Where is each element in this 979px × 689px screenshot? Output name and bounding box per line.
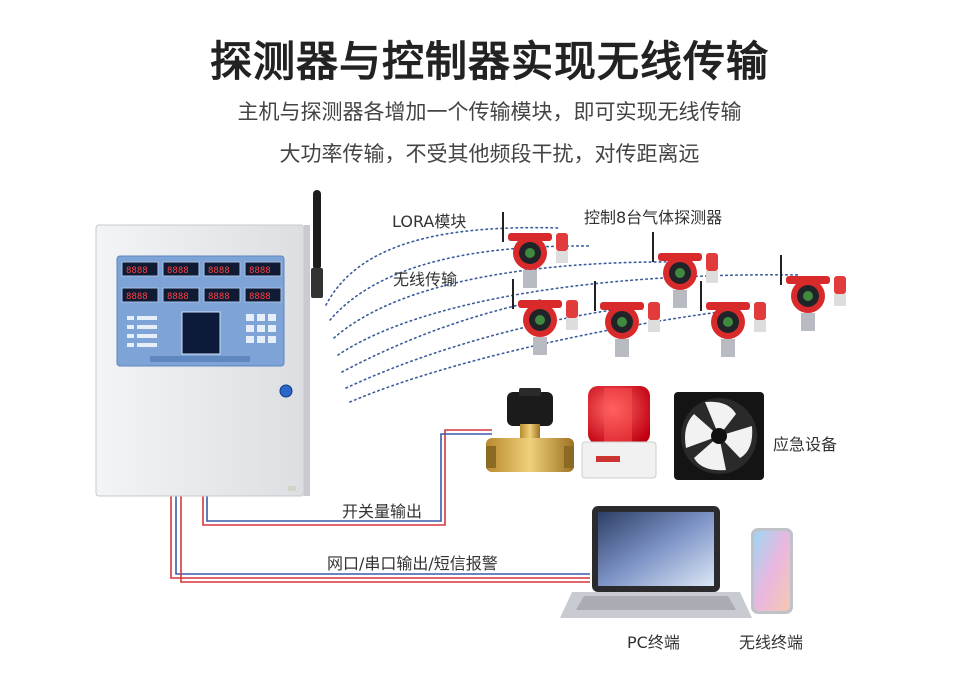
alarm-lamp-icon xyxy=(581,386,657,479)
svg-text:8888: 8888 xyxy=(126,292,148,302)
pc-terminal-label: PC终端 xyxy=(627,633,680,652)
svg-text:8888: 8888 xyxy=(208,292,230,302)
wireless-terminal-label: 无线终端 xyxy=(739,633,804,652)
switch-output-label: 开关量输出 xyxy=(342,502,423,521)
key-lock-icon xyxy=(279,384,293,398)
gas-detector-icon xyxy=(780,255,846,331)
network-output-label: 网口/串口输出/短信报警 xyxy=(327,554,498,573)
svg-text:8888: 8888 xyxy=(167,292,189,302)
control-detectors-label: 控制8台气体探测器 xyxy=(584,208,723,227)
svg-text:8888: 8888 xyxy=(167,266,189,276)
mobile-phone-icon xyxy=(751,528,793,614)
gas-detector-icon xyxy=(594,281,660,357)
svg-text:8888: 8888 xyxy=(249,292,271,302)
svg-text:8888: 8888 xyxy=(208,266,230,276)
svg-text:8888: 8888 xyxy=(249,266,271,276)
svg-text:8888: 8888 xyxy=(126,266,148,276)
controller-cabinet: 8888 8888 8888 8888 8888 8888 8888 8888 xyxy=(95,190,323,497)
gas-detector-icon xyxy=(512,279,578,355)
laptop-icon xyxy=(560,506,752,618)
antenna-icon xyxy=(313,190,321,270)
subtitle-line-2: 大功率传输，不受其他频段干扰，对传距离远 xyxy=(279,142,700,166)
gas-detector-icon xyxy=(502,212,568,288)
wireless-transmission-label: 无线传输 xyxy=(393,270,458,289)
emergency-equipment-label: 应急设备 xyxy=(773,435,838,454)
gas-detector-icon xyxy=(700,281,766,357)
exhaust-fan-icon xyxy=(674,392,764,480)
wiring xyxy=(170,429,590,583)
solenoid-valve-icon xyxy=(486,388,574,472)
gas-detectors xyxy=(502,212,846,357)
gas-detector-icon xyxy=(652,232,718,308)
subtitle-line-1: 主机与探测器各增加一个传输模块，即可实现无线传输 xyxy=(237,100,742,124)
page-title: 探测器与控制器实现无线传输 xyxy=(209,37,769,86)
lora-module-label: LORA模块 xyxy=(392,212,467,231)
